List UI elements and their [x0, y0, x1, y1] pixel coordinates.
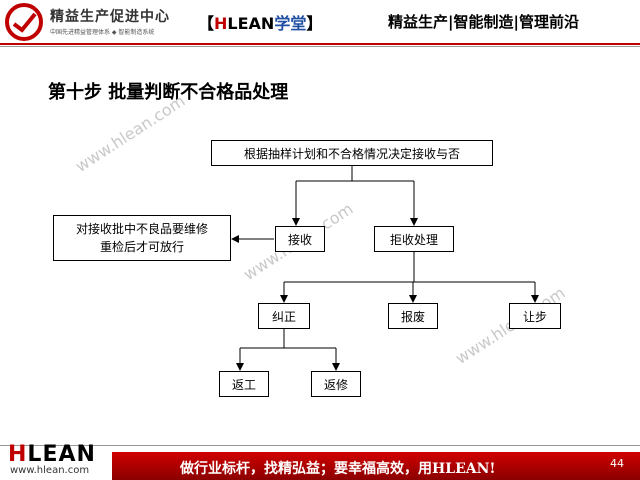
brand-subtitle: 中国先进精益管理体系 ◆ 智能制造系统 [50, 29, 155, 36]
academy-h: H [214, 14, 228, 33]
brand-name: 精益生产促进中心 [50, 9, 170, 25]
flow-box-repair-note: 对接收批中不良品要维修 重检后才可放行 [53, 215, 231, 261]
flow-box-scrap: 报废 [388, 303, 438, 329]
flow-box-reject: 拒收处理 [374, 226, 454, 252]
flow-box-correct: 纠正 [258, 303, 310, 329]
header-divider-gray [0, 46, 640, 47]
footer-url: www.hlean.com [10, 465, 90, 476]
flow-box-decide-acceptance: 根据抽样计划和不合格情况决定接收与否 [211, 140, 493, 166]
academy-bracket-close: 】 [306, 14, 323, 33]
slide-header: 精益生产促进中心 中国先进精益管理体系 ◆ 智能制造系统 【HLEAN学堂】 精… [0, 0, 640, 44]
note-line-1: 对接收批中不良品要维修 [75, 222, 208, 236]
academy-bracket-open: 【 [198, 14, 215, 33]
flow-box-concession: 让步 [509, 303, 561, 329]
footer-divider [0, 445, 640, 446]
academy-label: 【HLEAN学堂】 [198, 10, 322, 34]
academy-cn: 学堂 [274, 14, 307, 33]
page-number: 44 [610, 457, 624, 470]
note-line-2: 重检后才可放行 [99, 240, 184, 254]
footer-slogan: 做行业标杆，找精弘益；要幸福高效，用HLEAN! [180, 461, 496, 477]
footer-logo: HLEAN [8, 442, 96, 467]
footer-banner [112, 452, 640, 480]
footer-logo-h: H [8, 442, 28, 467]
company-logo-icon [5, 3, 43, 41]
academy-lean: LEAN [227, 14, 275, 33]
header-tagline: 精益生产|智能制造|管理前沿 [388, 13, 579, 31]
page-title: 第十步 批量判断不合格品处理 [48, 82, 289, 103]
flow-box-rework: 返工 [219, 371, 269, 397]
flow-box-accept: 接收 [275, 226, 325, 252]
flow-box-repair: 返修 [311, 371, 361, 397]
footer-logo-lean: LEAN [27, 442, 96, 467]
header-divider-red [0, 43, 640, 45]
